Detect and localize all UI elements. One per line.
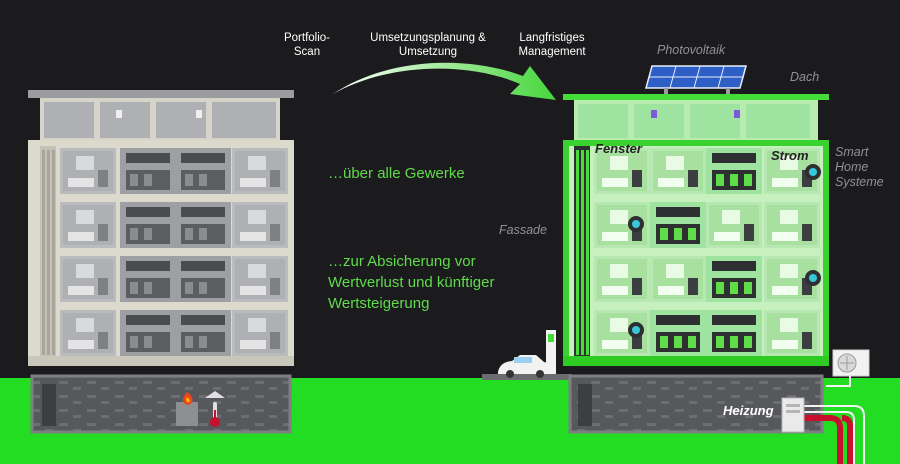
new-building: [563, 65, 829, 434]
charging-station-icon: [546, 330, 556, 374]
message-protection: …zur Absicherung vor Wertverlust und kün…: [328, 253, 495, 312]
step-long-term-management: Langfristiges Management: [518, 32, 586, 58]
street: [482, 374, 572, 380]
label-fassade: Fassade: [499, 223, 547, 237]
step-implementation: Umsetzungsplanung & Umsetzung: [370, 32, 486, 58]
smart-meter-icon: [628, 164, 821, 338]
fire-icon: [183, 392, 193, 405]
old-building: [28, 90, 294, 434]
label-dach: Dach: [790, 70, 820, 84]
label-fenster: Fenster: [595, 141, 642, 156]
heating-pipes: [800, 376, 865, 464]
arrow-icon: [333, 62, 556, 100]
message-trades: …über alle Gewerke: [328, 165, 465, 182]
label-smart-home: Smart Home Systeme: [835, 145, 884, 189]
solar-panel-icon: [645, 65, 747, 94]
heat-pump-icon: [832, 349, 870, 377]
label-strom: Strom: [771, 148, 809, 163]
label-heizung: Heizung: [723, 403, 774, 418]
label-photovoltaik: Photovoltaik: [657, 43, 726, 57]
thermometer-icon: [205, 391, 225, 427]
heating-unit-icon: [781, 397, 805, 433]
car-icon: [498, 355, 550, 378]
step-portfolio-scan: Portfolio- Scan: [283, 32, 331, 58]
